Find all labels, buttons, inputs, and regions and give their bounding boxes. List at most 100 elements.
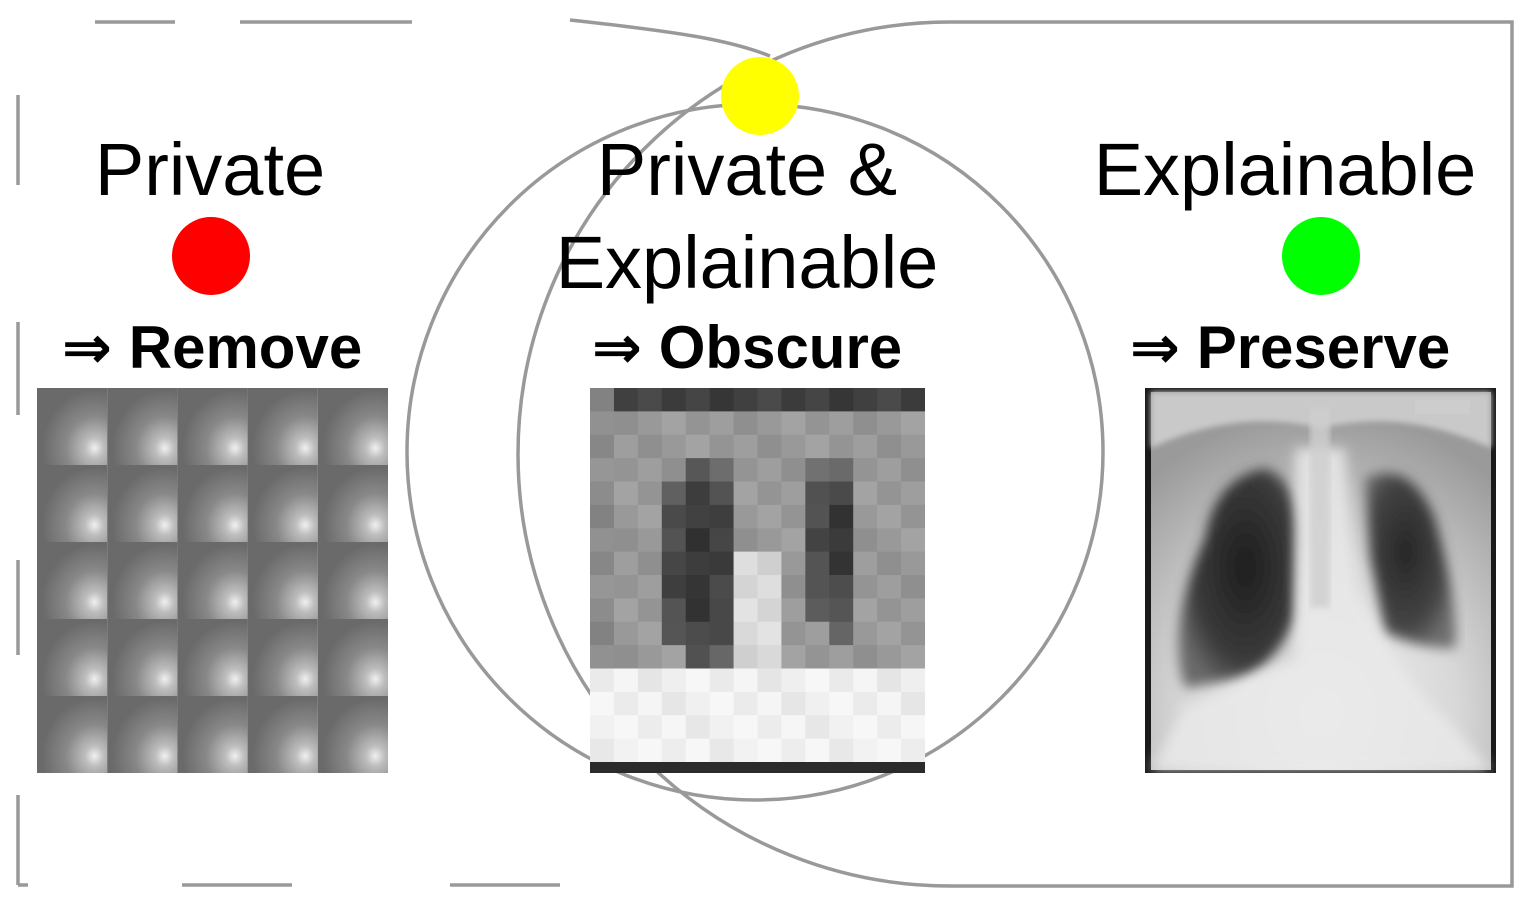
pixel-block — [661, 691, 687, 716]
pixel-block — [733, 668, 759, 693]
pixel-block — [637, 645, 663, 670]
pixel-block — [781, 575, 806, 599]
pixel-block — [613, 575, 639, 599]
pixel-block — [877, 458, 902, 483]
pixel-block — [661, 528, 687, 553]
pixel-block — [853, 598, 878, 623]
pixel-block — [637, 388, 663, 412]
pixel-block — [805, 715, 830, 740]
pixel-block — [590, 691, 615, 716]
pixel-block — [853, 575, 878, 599]
pixel-block — [829, 575, 854, 599]
pixel-block — [637, 738, 663, 763]
pixel-block — [877, 575, 902, 599]
pixel-block — [685, 458, 711, 483]
removed-patch — [107, 696, 178, 773]
pixel-block — [829, 411, 854, 436]
removed-patch — [317, 388, 388, 465]
pixel-block — [853, 458, 878, 483]
removed-patch — [177, 696, 248, 773]
pixel-block — [781, 388, 806, 412]
pixel-block — [733, 481, 759, 506]
pixel-block — [590, 715, 615, 740]
pixel-block — [829, 668, 854, 693]
pixel-block — [733, 528, 759, 553]
pixel-block — [637, 434, 663, 459]
pixel-block — [590, 411, 615, 436]
pixel-block — [661, 504, 687, 529]
pixel-block — [781, 458, 806, 483]
pixel-block — [685, 504, 711, 529]
pixel-block — [685, 598, 711, 623]
pixel-block — [805, 458, 830, 483]
removed-patch — [317, 696, 388, 773]
pixel-block — [661, 738, 687, 763]
pixel-block — [733, 504, 759, 529]
pixel-block — [613, 691, 639, 716]
pixel-block — [637, 668, 663, 693]
pixel-block — [829, 715, 854, 740]
pixel-block — [757, 645, 783, 670]
pixel-block — [590, 528, 615, 553]
overlap-action: ⇒ Obscure — [547, 318, 947, 378]
removed-patch — [247, 388, 318, 465]
pixel-block — [901, 411, 925, 436]
pixel-block — [901, 575, 925, 599]
removed-patch — [107, 465, 178, 542]
pixel-block — [709, 645, 735, 670]
pixel-block — [613, 458, 639, 483]
pixel-block — [590, 621, 615, 646]
pixel-block — [685, 528, 711, 553]
pixel-block — [613, 528, 639, 553]
pixel-block — [757, 551, 783, 576]
pixel-block — [637, 621, 663, 646]
pixel-block — [877, 481, 902, 506]
removed-patch — [177, 542, 248, 619]
pixel-block — [709, 715, 735, 740]
pixel-block — [877, 528, 902, 553]
pixel-block — [829, 738, 854, 763]
pixel-block — [877, 388, 902, 412]
arrow-icon: ⇒ — [61, 314, 113, 381]
pixel-block — [829, 481, 854, 506]
pixel-block — [685, 715, 711, 740]
pixel-block — [590, 738, 615, 763]
pixel-block — [590, 668, 615, 693]
pixel-block — [757, 411, 783, 436]
pixel-block — [805, 434, 830, 459]
pixel-block — [637, 598, 663, 623]
pixel-block — [733, 388, 759, 412]
pixel-block — [829, 551, 854, 576]
pixel-block — [805, 528, 830, 553]
pixel-block — [901, 388, 925, 412]
removed-patch — [247, 542, 318, 619]
pixel-block — [853, 691, 878, 716]
pixel-block — [901, 621, 925, 646]
overlap-yellow-dot — [721, 57, 799, 135]
removed-patch — [107, 619, 178, 696]
pixel-block — [901, 715, 925, 740]
pixel-block — [853, 668, 878, 693]
pixel-block — [733, 551, 759, 576]
pixel-block — [590, 551, 615, 576]
pixel-block — [901, 551, 925, 576]
pixel-block — [853, 715, 878, 740]
pixel-block — [805, 691, 830, 716]
pixel-block — [781, 738, 806, 763]
pixel-block — [709, 551, 735, 576]
removed-patch — [317, 542, 388, 619]
pixel-block — [661, 668, 687, 693]
pixel-block — [781, 598, 806, 623]
pixel-block — [829, 388, 854, 412]
pixel-block — [637, 551, 663, 576]
pixel-block — [757, 668, 783, 693]
pixel-block — [829, 434, 854, 459]
pixel-block — [685, 551, 711, 576]
pixel-block — [877, 621, 902, 646]
pixel-block — [685, 691, 711, 716]
pixel-block — [901, 645, 925, 670]
arrow-icon: ⇒ — [591, 314, 643, 381]
pixel-block — [877, 434, 902, 459]
pixel-block — [829, 621, 854, 646]
overlap-title-line2: Explainable — [555, 221, 939, 304]
